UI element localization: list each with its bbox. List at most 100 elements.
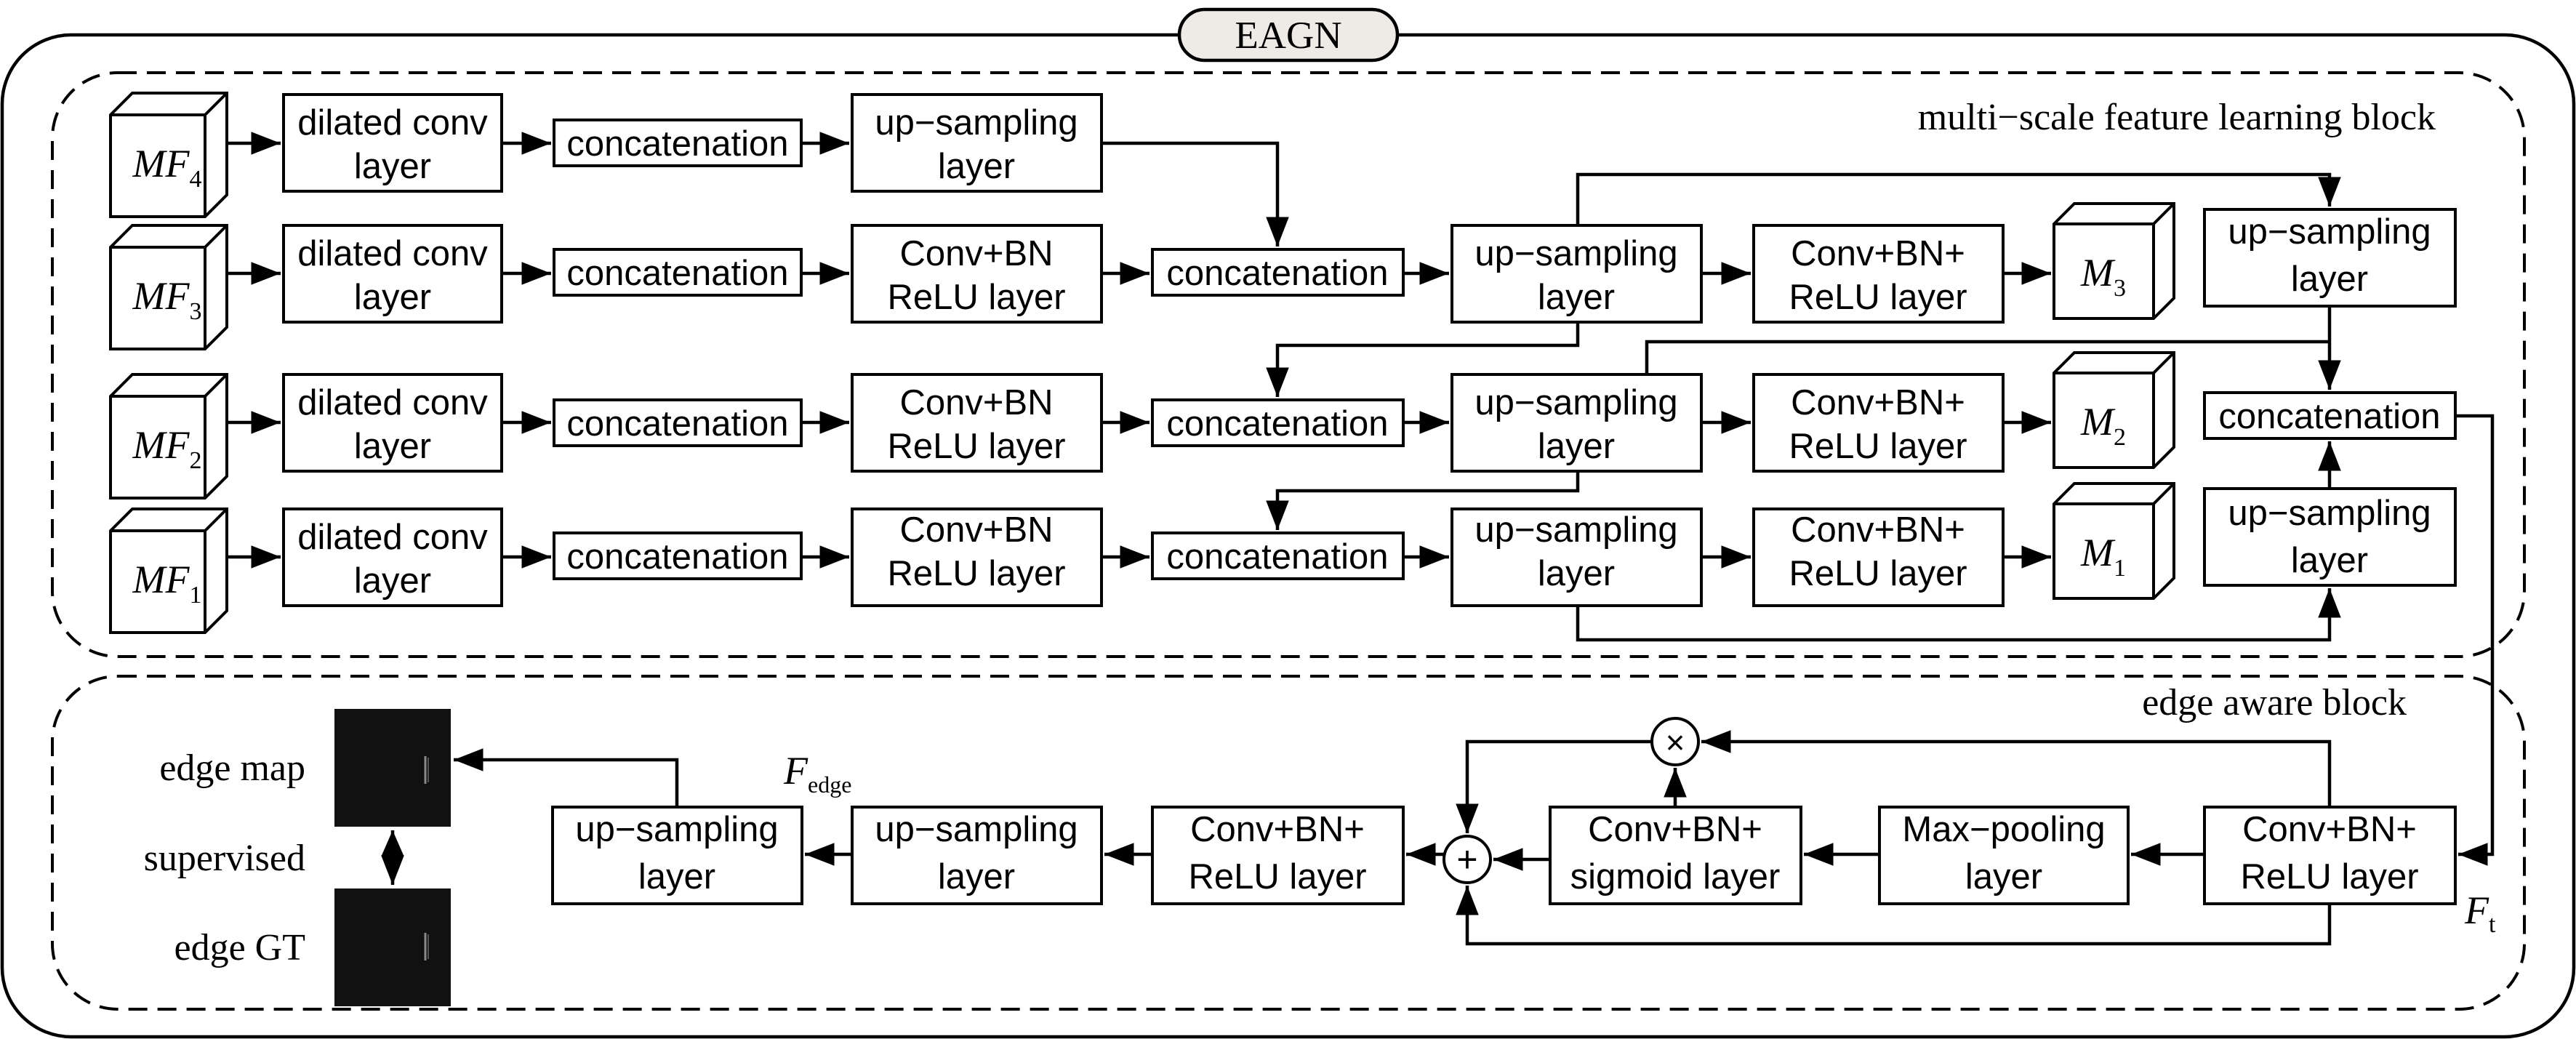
row3-dilated-conv-box	[282, 224, 503, 324]
right-top-upsampling-box	[2203, 208, 2457, 308]
multiply-symbol: ×	[1666, 723, 1685, 761]
right-top-upsampling-line2: layer	[2291, 260, 2368, 299]
input-mf3-base: MF	[132, 274, 190, 318]
output-m2-base: M	[2080, 400, 2116, 444]
svg-text:Ft: Ft	[2464, 888, 2496, 938]
svg-text:Conv+BN+ReLU layer: Conv+BN+ ReLU layer	[2240, 810, 2418, 896]
row2-upsampling-line1: up−sampling	[1474, 383, 1677, 422]
row4-dilated-conv-box	[282, 93, 503, 193]
edge-gt-image	[334, 888, 451, 1006]
right-top-upsampling-line1: up−sampling	[2228, 212, 2431, 252]
edge-map-label: edge map	[159, 747, 305, 789]
svg-text:Conv+BN+ReLU layer: Conv+BN+ReLU layer	[1789, 510, 1967, 593]
output-m3-base: M	[2080, 251, 2116, 294]
edge-convbn-right-line1: Conv+BN+	[2242, 810, 2417, 849]
row3-concat-label: concatenation	[566, 254, 788, 293]
edge-upsampling2-box	[551, 806, 803, 905]
multi-scale-block-frame	[51, 71, 2526, 658]
right-concat-label: concatenation	[2218, 397, 2440, 436]
svg-text:Conv+BN+ReLU layer: Conv+BN+ReLU layer	[1789, 234, 1967, 317]
title: EAGN	[1235, 15, 1341, 57]
maxpool-line1: Max−pooling	[1902, 810, 2105, 849]
row4-upsampling-line1: up−sampling	[875, 103, 1078, 143]
row2-concat2-label: concatenation	[1166, 404, 1388, 444]
edge-upsampling2-line1: up−sampling	[575, 810, 778, 849]
edge-convbn-left-line2: ReLU layer	[1188, 857, 1366, 896]
edge-convbn-left-line1: Conv+BN+	[1190, 810, 1365, 849]
row4-concat-label: concatenation	[566, 124, 788, 164]
row3-convbn-line2: ReLU layer	[887, 278, 1065, 317]
row2-convbn-line1: Conv+BN	[899, 383, 1053, 422]
row2-upsampling-line2: layer	[1538, 427, 1615, 466]
row1-upsampling-line2: layer	[1538, 554, 1615, 593]
right-concat-box	[2203, 391, 2457, 440]
sigmoid-line1: Conv+BN+	[1588, 810, 1762, 849]
row1-dilated-line2: layer	[354, 561, 431, 601]
row2-convbnrelu-line1: Conv+BN+	[1791, 383, 1965, 422]
row1-dilated-conv-box	[282, 508, 503, 607]
svg-text:M1: M1	[2080, 531, 2126, 582]
row1-convbn-relu-box	[1752, 508, 2005, 607]
row3-dilated-line1: dilated conv	[297, 234, 488, 273]
right-column: up−sampling layer concatenation up−sampli…	[2203, 208, 2457, 587]
edge-convbn-right-line2: ReLU layer	[2240, 857, 2418, 896]
row1-concat2-label: concatenation	[1166, 537, 1388, 577]
row3-convbn-line1: Conv+BN	[899, 234, 1053, 273]
edge-map-image	[334, 709, 451, 827]
output-m2-sub: 2	[2114, 424, 2126, 451]
right-bottom-upsampling-line2: layer	[2291, 541, 2368, 580]
row1-convbnrelu-line1: Conv+BN+	[1791, 510, 1965, 550]
row2-concat2-box	[1151, 398, 1405, 447]
edge-aware-block-label: edge aware block	[2142, 682, 2407, 723]
right-bottom-upsampling-line1: up−sampling	[2228, 494, 2431, 533]
row3-dilated-line2: layer	[354, 278, 431, 317]
row2-convbn-line2: ReLU layer	[887, 427, 1065, 466]
ft-label-sub: t	[2489, 911, 2496, 938]
row2-concat-label: concatenation	[566, 404, 788, 444]
sigmoid-box	[1549, 806, 1802, 905]
row3-concat2-label: concatenation	[1166, 254, 1388, 293]
title-badge: EAGN	[1177, 7, 1400, 63]
edge-block-arrows	[381, 730, 2332, 946]
fedge-label-sub: edge	[808, 771, 851, 798]
svg-text:MF4: MF4	[132, 142, 202, 193]
row4-dilated-line1: dilated conv	[297, 103, 488, 143]
multi-scale-block-label: multi−scale feature learning block	[1918, 97, 2436, 138]
svg-text:Conv+BN+ReLU layer: Conv+BN+ ReLU layer	[1188, 810, 1366, 896]
row2-convbn-box	[851, 373, 1103, 473]
svg-text:Conv+BN+sigmoid layer: Conv+BN+ sigmoid layer	[1570, 810, 1781, 896]
row1-dilated-line1: dilated conv	[297, 518, 488, 557]
multi-scale-arrows	[227, 132, 2495, 866]
sigmoid-line2: sigmoid layer	[1570, 857, 1781, 896]
row-3: MF3 dilated conv layer concatenation Conv…	[109, 202, 2175, 350]
row3-upsampling-line1: up−sampling	[1474, 234, 1677, 273]
row3-upsampling-box	[1450, 224, 1703, 324]
input-mf1-base: MF	[132, 558, 190, 601]
row1-concat-label: concatenation	[566, 537, 788, 577]
output-m1-base: M	[2080, 531, 2116, 574]
maxpool-line2: layer	[1965, 857, 2042, 896]
svg-text:M3: M3	[2080, 251, 2126, 302]
edge-upsampling1-line2: layer	[938, 857, 1015, 896]
input-mf1-sub: 1	[189, 582, 201, 609]
input-mf4-sub: 4	[189, 166, 201, 193]
input-mf2-base: MF	[132, 423, 190, 467]
row1-upsampling-box	[1450, 508, 1703, 607]
edge-aware-block-frame	[51, 675, 2526, 1011]
input-mf3-sub: 3	[189, 298, 201, 325]
